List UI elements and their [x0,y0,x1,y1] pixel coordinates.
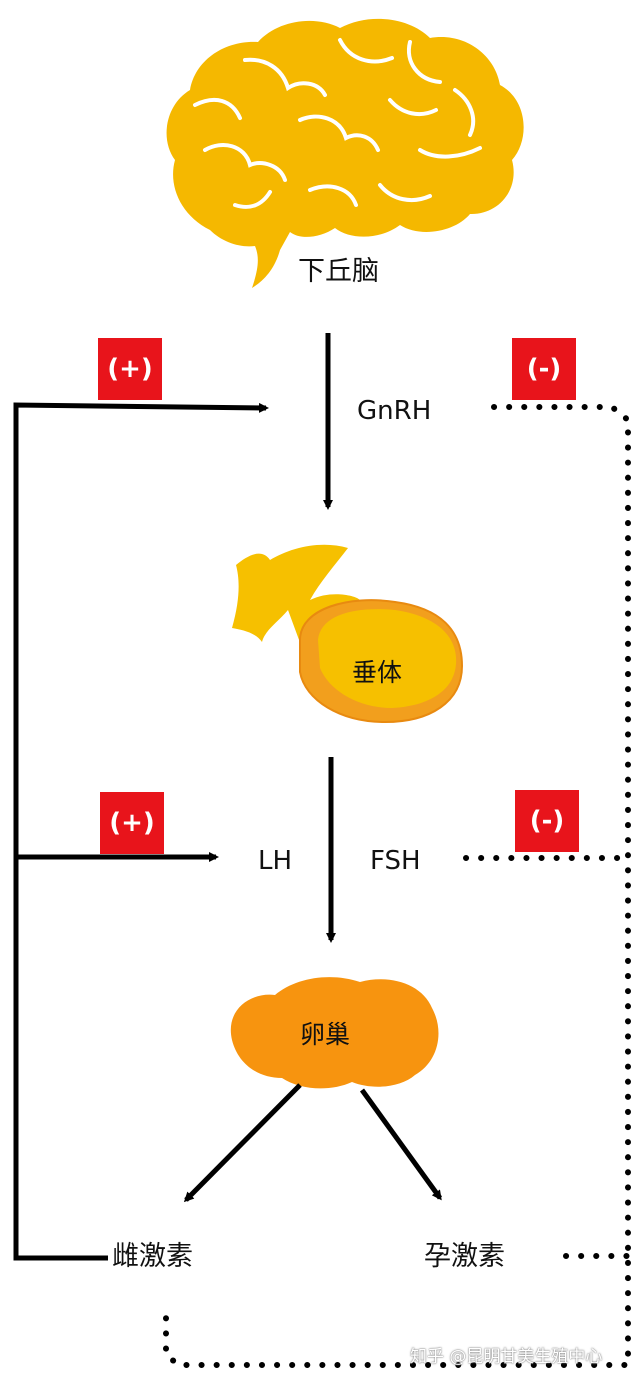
positive-feedback-line [13,402,269,1261]
hypothalamus-label: 下丘脑 [298,256,379,287]
watermark: 知乎 @昆明甘美生殖中心 [410,1347,603,1367]
negative-feedback-line [163,404,631,1368]
arrow-to-progesterone [359,1088,443,1201]
fsh-label: FSH [370,846,421,876]
pituitary-icon [232,544,464,724]
ovary-label: 卵巢 [300,1020,351,1049]
lh-label: LH [258,846,293,876]
negative-badge-top: (-) [512,338,576,400]
gnrh-label: GnRH [357,396,432,426]
estrogen-label: 雌激素 [112,1241,193,1272]
progesterone-label: 孕激素 [424,1241,505,1272]
brain-icon [166,18,524,288]
positive-badge-top: (+) [98,338,162,400]
pituitary-label: 垂体 [352,658,403,687]
arrow-to-estrogen [183,1083,302,1203]
positive-badge-middle: (+) [100,792,164,854]
negative-badge-middle: (-) [515,790,579,852]
ovary-icon [230,977,439,1089]
